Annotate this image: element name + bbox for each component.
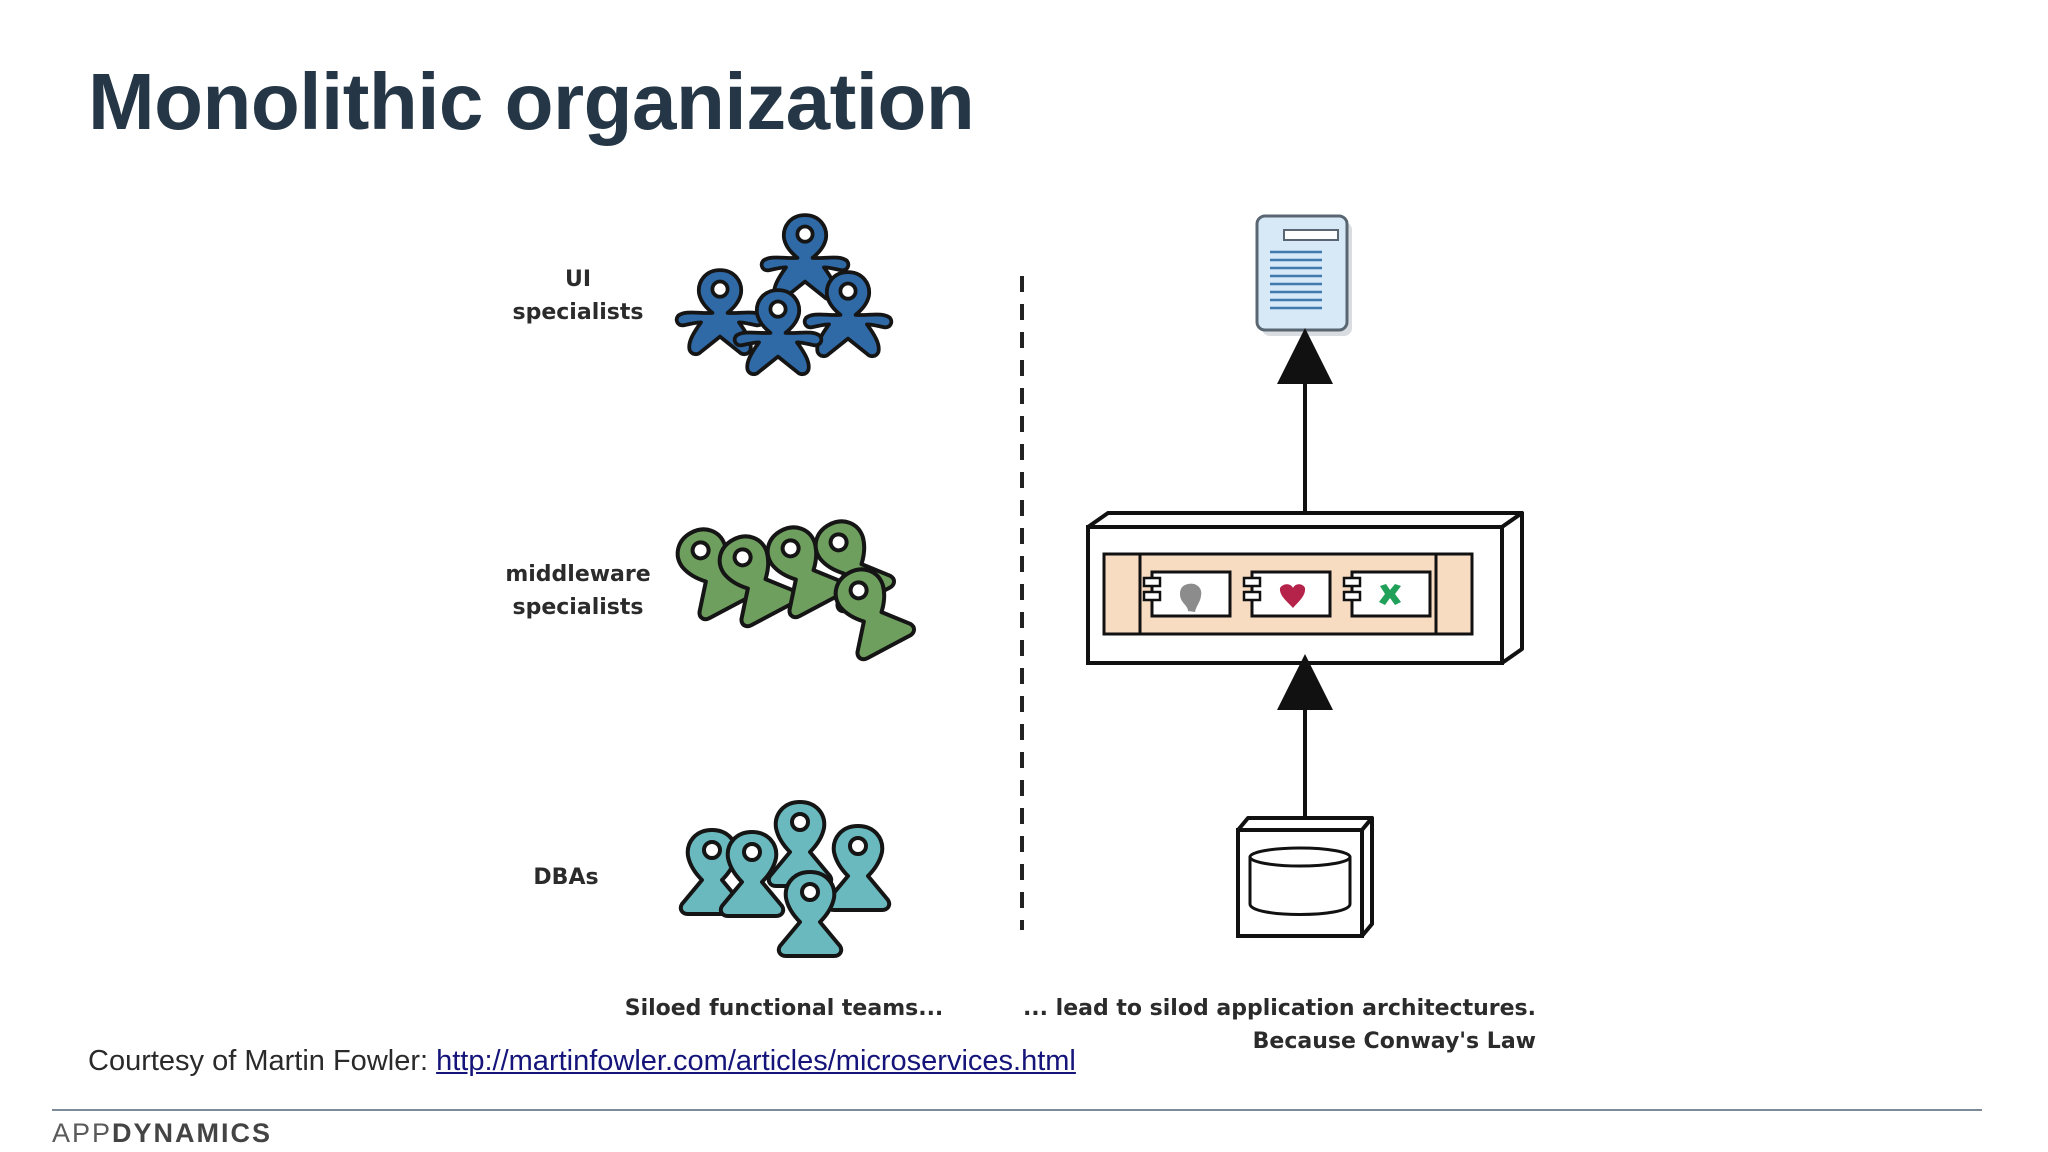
component-icon — [1342, 570, 1432, 618]
middleware-specialists-group — [664, 510, 916, 661]
architecture-caption-line1: ... lead to silod application architectu… — [1023, 996, 1536, 1021]
dba-team-label: DBAs — [533, 865, 598, 890]
person-icon — [732, 288, 824, 377]
server-box-icon — [1086, 511, 1524, 665]
slide-title: Monolithic organization — [88, 57, 975, 146]
ui-team-label-line1: UI — [565, 267, 591, 292]
fowler-article-link[interactable]: http://martinfowler.com/articles/microse… — [436, 1045, 1076, 1077]
appdynamics-logo: APPDYNAMICS — [52, 1118, 272, 1149]
person-icon — [776, 870, 844, 958]
database-icon — [1236, 816, 1374, 938]
ui-team-label-line2: specialists — [513, 300, 644, 325]
architecture-caption-line2: Because Conway's Law — [1253, 1029, 1536, 1054]
footer-divider — [52, 1109, 1982, 1111]
component-icon — [1242, 570, 1332, 618]
logo-part-app: APP — [52, 1118, 113, 1148]
person-icon — [822, 558, 916, 661]
dba-group — [678, 800, 892, 958]
document-icon — [1255, 214, 1352, 336]
person-icon — [824, 824, 892, 912]
middleware-team-label-line2: specialists — [513, 595, 644, 620]
ui-specialists-group — [674, 213, 894, 377]
teams-caption: Siloed functional teams... — [625, 996, 944, 1021]
component-icon — [1142, 570, 1232, 618]
middleware-team-label-line1: middleware — [505, 562, 650, 587]
logo-part-dynamics: DYNAMICS — [112, 1118, 273, 1148]
courtesy-prefix: Courtesy of Martin Fowler: — [88, 1045, 437, 1077]
courtesy-line: Courtesy of Martin Fowler: http://martin… — [88, 1045, 1076, 1078]
